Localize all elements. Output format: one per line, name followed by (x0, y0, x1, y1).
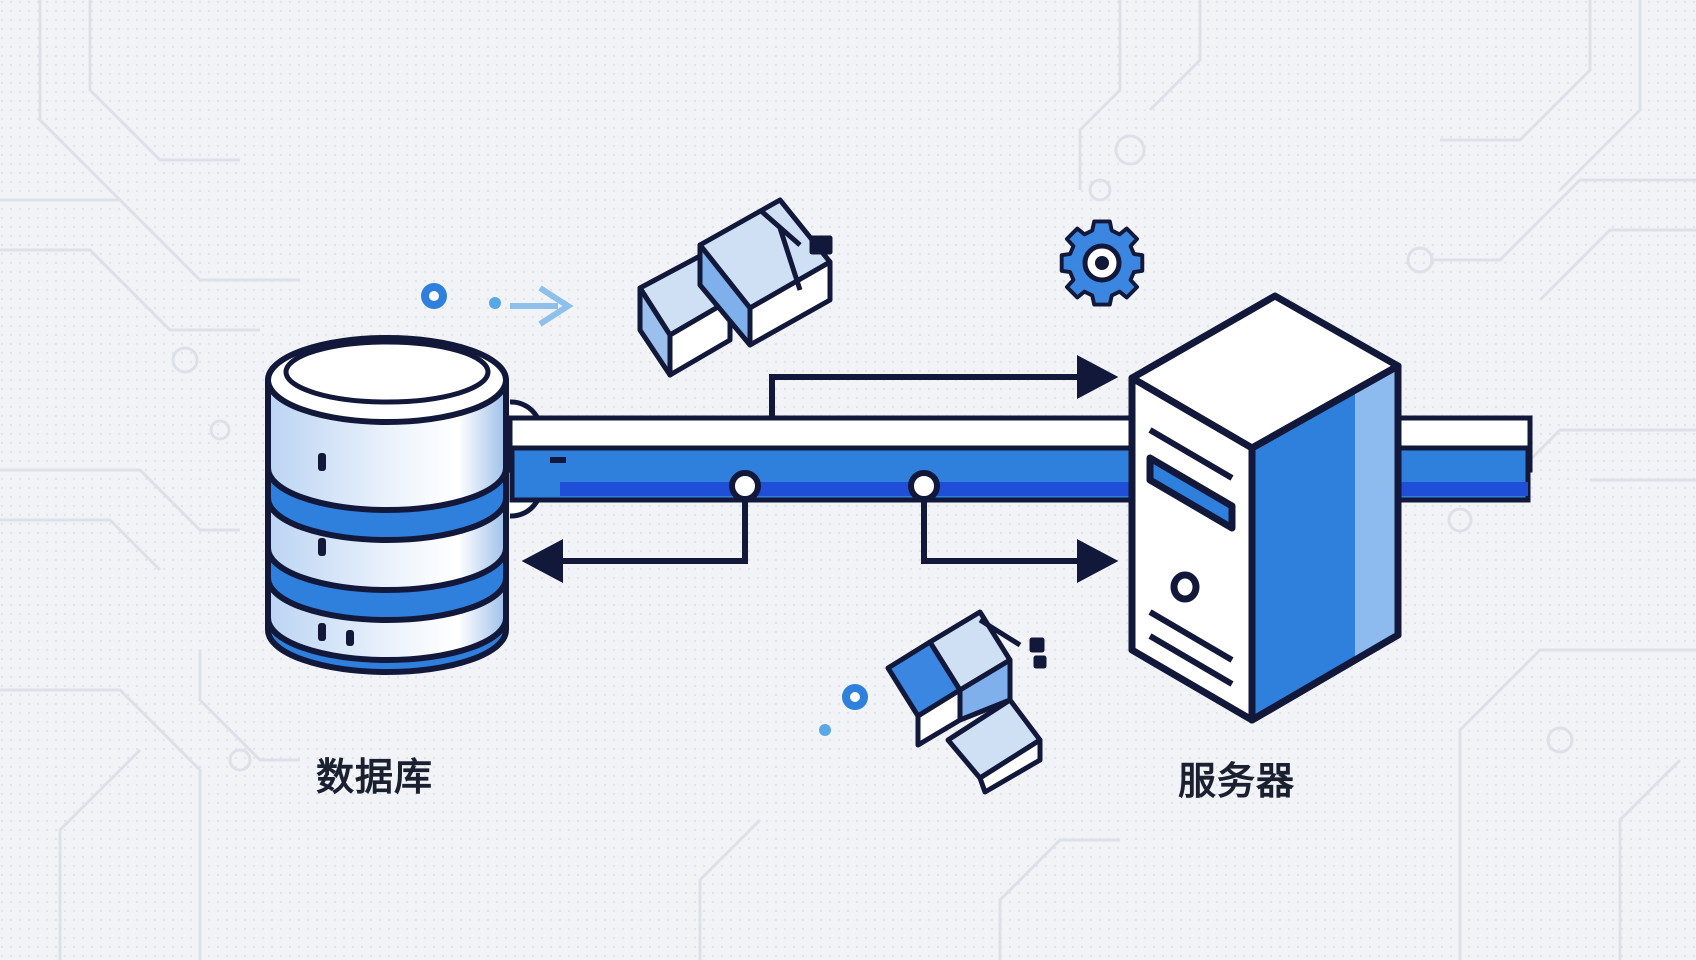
edge-forward-bottom (908, 470, 1119, 583)
signal-dot-icon (421, 283, 447, 309)
plug-icon (637, 197, 833, 378)
server-icon (1128, 292, 1402, 724)
database-icon (265, 335, 509, 675)
node-label-database: 数据库 (316, 755, 434, 799)
node-label-server: 服务器 (1178, 759, 1296, 803)
gear-icon (1059, 219, 1145, 307)
edge-forward-top (769, 355, 1119, 418)
signal-dot-icon (819, 684, 868, 736)
plug-icon (885, 609, 1047, 795)
arrow-icon (489, 285, 574, 327)
edge-back (521, 470, 761, 583)
